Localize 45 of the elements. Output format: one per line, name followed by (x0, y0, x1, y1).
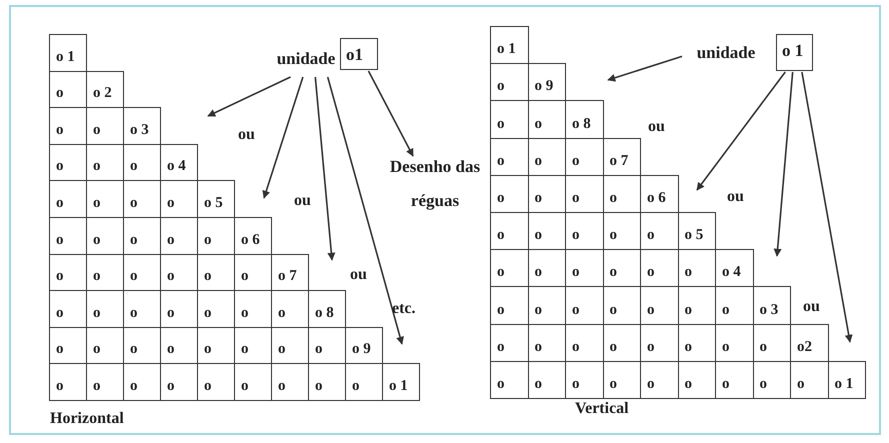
grid-cell: o 6 (640, 174, 678, 213)
grid-caption: Vertical (575, 400, 629, 418)
grid-caption: Horizontal (50, 410, 124, 428)
unit-box: o1 (340, 38, 378, 70)
grid-cell: o 9 (528, 63, 566, 102)
arrow (607, 56, 682, 82)
grid-cell: o 3 (752, 286, 791, 325)
or-label: ou (350, 266, 367, 284)
arrow (696, 72, 786, 191)
unit-box: o 1 (776, 34, 813, 71)
grid-cell: o 1 (49, 34, 87, 72)
arrow (801, 72, 853, 343)
grid-cell: o 2 (86, 70, 124, 108)
or-label: ou (238, 126, 255, 144)
unit-label: unidade (275, 42, 337, 76)
grid-cell: o 1 (828, 360, 866, 399)
arrow (326, 76, 404, 345)
grid-cell: o 1 (382, 363, 420, 401)
arrow (774, 72, 794, 257)
arrow (314, 76, 336, 261)
grid-cell: o 6 (234, 217, 272, 255)
or-label: ou (294, 192, 311, 210)
grid-cell: o 4 (160, 144, 198, 182)
grid-cell: o 8 (308, 290, 346, 328)
arrow (207, 76, 291, 117)
or-label: ou (803, 298, 820, 316)
arrow (262, 76, 304, 199)
grid-cell: o 9 (345, 326, 383, 364)
grid-cell: o 7 (602, 138, 641, 176)
grid-cell: o 5 (678, 212, 716, 250)
grid-cell: o 5 (197, 180, 235, 218)
etc-label: etc. (392, 300, 416, 318)
grid-cell: o (490, 360, 528, 399)
grid-cell: o 8 (565, 100, 604, 139)
grid-cell: o 3 (123, 107, 161, 145)
unit-label: unidade (680, 36, 772, 70)
grid-cell: o (49, 363, 87, 401)
arrow (368, 70, 414, 157)
or-label: ou (727, 188, 744, 206)
rulers-caption: Desenho das réguas (380, 150, 490, 218)
grid-cell: o 4 (715, 249, 754, 288)
grid-cell: o 7 (271, 254, 309, 292)
grid-cell: o2 (790, 324, 828, 362)
or-label: ou (648, 118, 665, 136)
grid-cell: o 1 (490, 26, 528, 64)
